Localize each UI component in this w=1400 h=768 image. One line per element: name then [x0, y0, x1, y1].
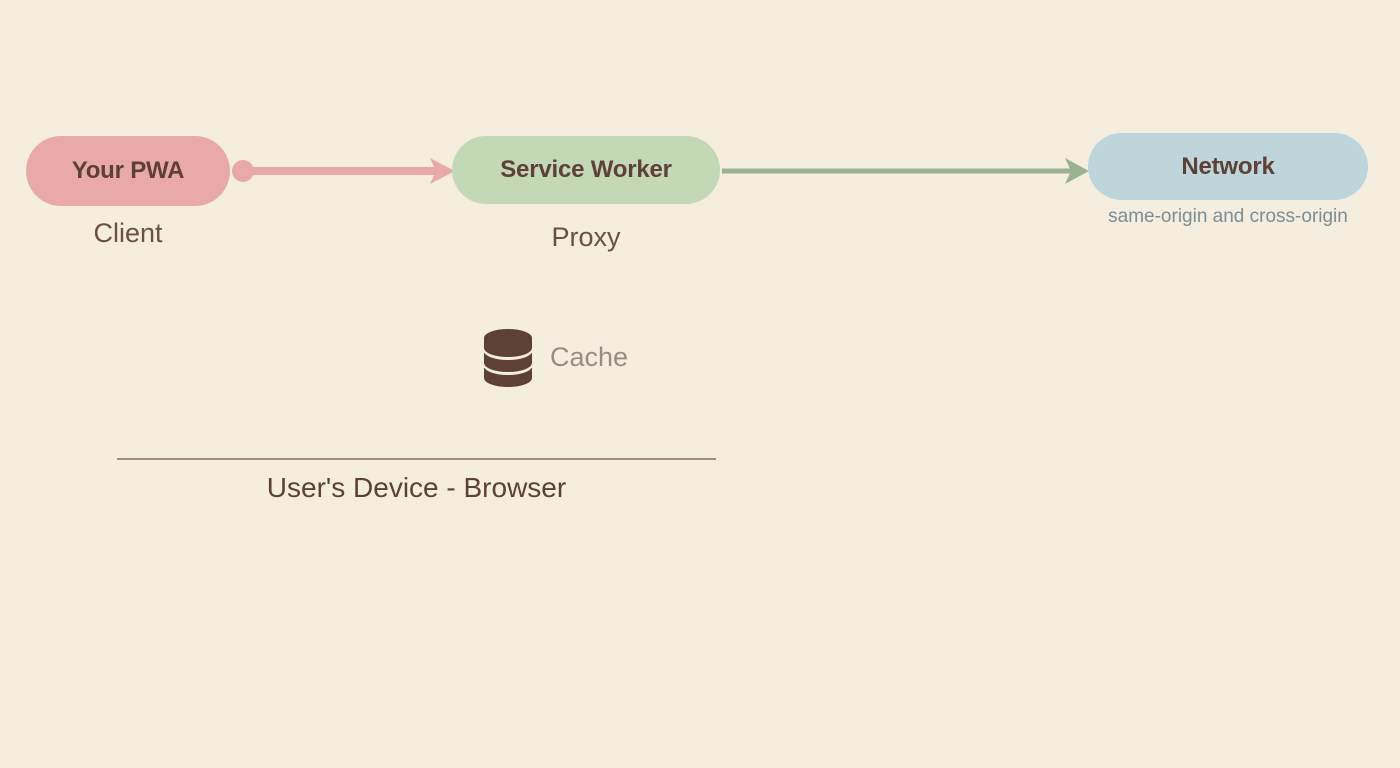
node-pwa[interactable]: Your PWA	[26, 136, 230, 206]
node-service-worker[interactable]: Service Worker	[452, 136, 720, 204]
node-network-caption: same-origin and cross-origin	[1108, 206, 1348, 227]
edge-start-dot-icon	[232, 160, 254, 182]
device-boundary-line	[117, 458, 716, 460]
node-network[interactable]: Network	[1088, 133, 1368, 200]
edge-pwa-to-service-worker	[232, 158, 455, 184]
cache-group: Cache	[482, 326, 628, 388]
database-icon	[484, 329, 532, 387]
node-pwa-caption: Client	[93, 218, 163, 248]
node-service-worker-caption: Proxy	[551, 222, 621, 252]
edge-service-worker-to-network	[722, 158, 1089, 184]
cache-label: Cache	[550, 341, 629, 372]
device-boundary-label: User's Device - Browser	[266, 472, 567, 503]
arrowhead-icon	[1065, 158, 1089, 184]
